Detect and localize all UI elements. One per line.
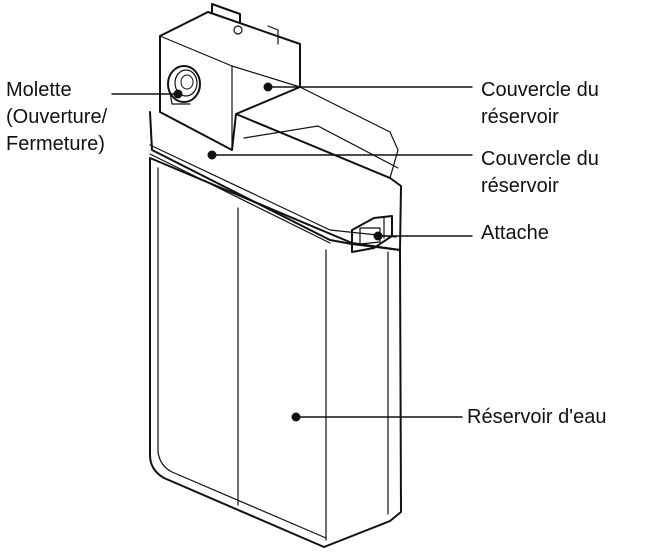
- leader-lines: [111, 86, 473, 418]
- lid-band-lower-edge: [149, 144, 397, 238]
- callout-dots: [173, 82, 383, 422]
- lower-cover-ridge: [235, 86, 399, 179]
- label-knob-line2: (Ouverture/: [6, 106, 108, 128]
- lower-cover-inner-edge: [243, 125, 399, 169]
- tank-body-outline: [149, 157, 402, 548]
- label-tank-cover-lower-line1: Couvercle du: [481, 148, 599, 170]
- dot-couvercle-1: [263, 82, 273, 92]
- label-knob: Molette (Ouverture/ Fermeture): [6, 77, 107, 158]
- upper-cover-front-face: [231, 65, 301, 88]
- dot-molette: [173, 89, 183, 99]
- lid-band-groove: [149, 153, 331, 244]
- upper-cover-top-ridge: [159, 35, 233, 151]
- label-tank-cover-upper-line2: réservoir: [481, 106, 559, 128]
- upper-cover-tab: [211, 3, 241, 23]
- knob-graphic: [167, 65, 201, 105]
- tank-bottom-inner-edge: [157, 451, 327, 539]
- label-tank-cover-upper-line1: Couvercle du: [481, 79, 599, 101]
- label-knob-line3: Fermeture): [6, 133, 105, 155]
- dot-couvercle-2: [207, 150, 217, 160]
- label-clip: Attache: [481, 222, 549, 244]
- upper-cover-hole: [233, 25, 243, 35]
- upper-cover-right-tab: [267, 25, 279, 45]
- dot-attache: [373, 231, 383, 241]
- label-water-tank: Réservoir d'eau: [467, 406, 607, 428]
- label-knob-line1: Molette: [6, 79, 72, 101]
- label-tank-cover-upper: Couvercle du réservoir: [481, 77, 599, 131]
- label-tank-cover-lower-line2: réservoir: [481, 175, 559, 197]
- label-tank-cover-lower: Couvercle du réservoir: [481, 146, 599, 200]
- dot-reservoir: [291, 412, 301, 422]
